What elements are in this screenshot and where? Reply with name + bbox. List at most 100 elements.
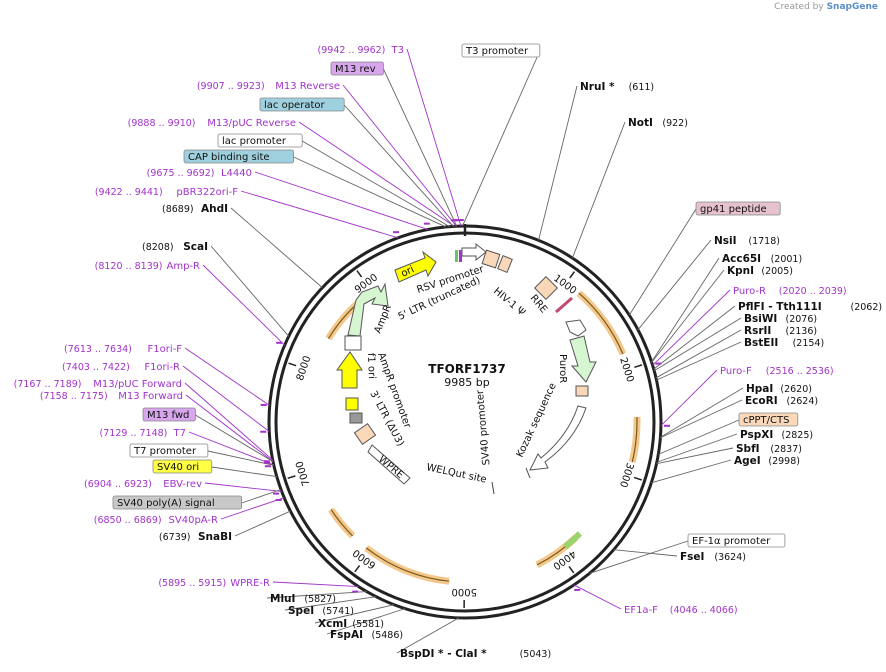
tick-mark-1000: [569, 271, 576, 279]
leader-feature-t7-promoter: [207, 450, 274, 466]
primer-wpre-r-label[interactable]: WPRE-R(5895 .. 5915): [158, 578, 270, 589]
primer-f1ori-f-label[interactable]: F1ori-F(7613 .. 7634): [64, 344, 182, 355]
leader-primer-m13-reverse: [342, 84, 457, 227]
site-noti-label[interactable]: NotI(922): [628, 117, 688, 129]
primer-puro-f-coord: (2516 .. 2536): [766, 366, 834, 377]
inner-label-sv40-promoter: SV40 promoter: [475, 389, 493, 466]
site-snabi-label[interactable]: SnaBI(6739): [159, 531, 232, 543]
site-ahdi-label[interactable]: AhdI(8689): [162, 203, 228, 215]
feature-cap-binding-site-box: [183, 149, 294, 164]
sv40-promoter-arrow: [565, 319, 587, 337]
primer-pbr322ori-f-label[interactable]: pBR322ori-F(9422 .. 9441): [95, 187, 238, 198]
leader-primer-puro-r: [652, 289, 731, 366]
primer-m13-puc-reverse-label[interactable]: M13/pUC Reverse(9888 .. 9910): [128, 118, 296, 129]
site-hpai-label[interactable]: HpaI(2620): [746, 383, 812, 395]
primer-puro-f-label[interactable]: Puro-F(2516 .. 2536): [720, 366, 834, 377]
site-nrui-name: NruI *: [580, 81, 615, 93]
feature-cppt-cts-box: [738, 412, 799, 427]
primer-f1ori-r-name: F1ori-R: [144, 362, 180, 373]
small-green-marks: [455, 250, 458, 262]
feature-m13-rev-label[interactable]: M13 rev: [330, 61, 384, 76]
leader-primer-m13-puc-reverse: [298, 121, 455, 227]
feature-sv40-ori-label[interactable]: SV40 ori: [152, 459, 213, 474]
plasmid-size: 9985 bp: [444, 376, 489, 389]
site-pflfi-tth111i-label[interactable]: PflFI - Tth111I(2062): [738, 301, 882, 313]
site-spei-label[interactable]: SpeI(5741): [288, 605, 354, 617]
site-fsei-label[interactable]: FseI(3624): [680, 551, 746, 563]
leader-site-pspxi: [656, 433, 738, 463]
feature-m13-fwd-label[interactable]: M13 fwd: [142, 407, 196, 422]
feature-gp41-peptide-box: [695, 201, 781, 216]
site-bsiwi-coord: (2076): [786, 314, 818, 325]
gp41-marker: [555, 296, 573, 314]
site-ahdi-name: AhdI: [201, 203, 228, 215]
green-arc: [563, 531, 583, 550]
feature-lac-promoter-label[interactable]: lac promoter: [217, 133, 303, 148]
kozak-box: [575, 385, 589, 397]
tick-mark-3000: [633, 476, 642, 481]
leader-site-ecori: [660, 399, 743, 439]
sv40-ori-box: [345, 397, 359, 411]
feature-ef-1-promoter-label[interactable]: EF-1α promoter: [687, 533, 786, 548]
feature-lac-operator-label[interactable]: lac operator: [259, 97, 345, 112]
site-ecori-label[interactable]: EcoRI(2624): [745, 395, 818, 407]
feature-sv40-poly-a-signal-label[interactable]: SV40 poly(A) signal: [112, 495, 243, 510]
primer-amp-r-label[interactable]: Amp-R(8120 .. 8139): [95, 261, 200, 272]
primer-m13-reverse-label[interactable]: M13 Reverse(9907 .. 9923): [197, 81, 340, 92]
site-fspai-label[interactable]: FspAI(5486): [330, 629, 403, 641]
primer-ef1a-f-label[interactable]: EF1a-F(4046 .. 4066): [624, 605, 738, 616]
site-rsrii-label[interactable]: RsrII(2136): [744, 325, 817, 337]
ltr3-box: [353, 422, 377, 446]
inner-features: [336, 242, 597, 495]
feature-cppt-cts-label[interactable]: cPPT/CTS: [738, 412, 799, 427]
primer-t7-label[interactable]: T7(7129 .. 7148): [100, 428, 186, 439]
primer-ef1a-f-name: EF1a-F: [624, 605, 658, 616]
site-bsteii-label[interactable]: BstEII(2154): [744, 337, 824, 349]
site-nsii-coord: (1718): [748, 236, 780, 247]
primer-f1ori-r-label[interactable]: F1ori-R(7403 .. 7422): [62, 362, 180, 373]
site-hpai-name: HpaI: [746, 383, 773, 395]
site-rsrii-name: RsrII: [744, 325, 771, 337]
primer-t3-label[interactable]: T3(9942 .. 9962): [318, 45, 404, 56]
site-spei-coord: (5741): [322, 606, 354, 617]
site-pspxi-label[interactable]: PspXI(2825): [740, 429, 813, 441]
small-purple-marks: [459, 250, 462, 262]
leader-primer-t3: [406, 48, 462, 227]
site-sbfi-label[interactable]: SbfI(2837): [736, 443, 802, 455]
primer-sv40pa-r-label[interactable]: SV40pA-R(6850 .. 6869): [94, 515, 218, 526]
site-bspdi-clai-label[interactable]: BspDI * - ClaI *(5043): [400, 648, 551, 660]
primer-amp-r-name: Amp-R: [167, 261, 201, 272]
feature-t7-promoter-label[interactable]: T7 promoter: [129, 443, 209, 458]
tick-mark-7000: [287, 475, 296, 480]
primer-m13-forward-label[interactable]: M13 Forward(7158 .. 7175): [40, 391, 183, 402]
leader-primer-sv40pa-r: [220, 497, 285, 520]
site-bspdi-clai-name: BspDI * - ClaI *: [400, 648, 487, 660]
site-kpni-label[interactable]: KpnI(2005): [727, 265, 793, 277]
feature-t3-promoter-label[interactable]: T3 promoter: [461, 43, 541, 58]
site-agei-label[interactable]: AgeI(2998): [734, 455, 800, 467]
primer-puro-r-label[interactable]: Puro-R(2020 .. 2039): [733, 286, 847, 297]
feature-cap-binding-site-label[interactable]: CAP binding site: [183, 149, 294, 164]
primer-l4440-coord: (9675 .. 9692): [147, 168, 215, 179]
site-xcmi-label[interactable]: XcmI(5581): [318, 618, 384, 630]
primer-m13-puc-forward-label[interactable]: M13/pUC Forward(7167 .. 7189): [14, 379, 182, 390]
primer-t3-coord: (9942 .. 9962): [318, 45, 386, 56]
site-bsiwi-label[interactable]: BsiWI(2076): [744, 313, 817, 325]
primer-l4440-label[interactable]: L4440(9675 .. 9692): [147, 168, 252, 179]
site-mlui-label[interactable]: MluI(5827): [270, 593, 336, 605]
site-acc65i-label[interactable]: Acc65I(2001): [722, 253, 802, 265]
feature-gp41-peptide-label[interactable]: gp41 peptide: [695, 201, 781, 216]
leader-site-snabi: [234, 510, 291, 537]
leader-site-fsei: [613, 549, 678, 557]
feature-gp41-peptide-text: gp41 peptide: [700, 204, 767, 215]
primer-ebv-rev-label[interactable]: EBV-rev(6904 .. 6923): [84, 479, 202, 490]
tick-label-7000: 7000: [294, 460, 312, 488]
site-scai-label[interactable]: ScaI(8208): [142, 241, 208, 253]
inner-label-puror: PuroR: [557, 354, 568, 383]
site-nsii-label[interactable]: NsiI(1718): [714, 235, 780, 247]
leader-site-nrui: [538, 85, 578, 241]
site-nrui-label[interactable]: NruI *(611): [580, 81, 654, 93]
orf-arc-3: [364, 545, 450, 585]
primer-m13-puc-forward-name: M13/pUC Forward: [93, 379, 182, 390]
leader-feature-t3-promoter: [462, 50, 541, 227]
